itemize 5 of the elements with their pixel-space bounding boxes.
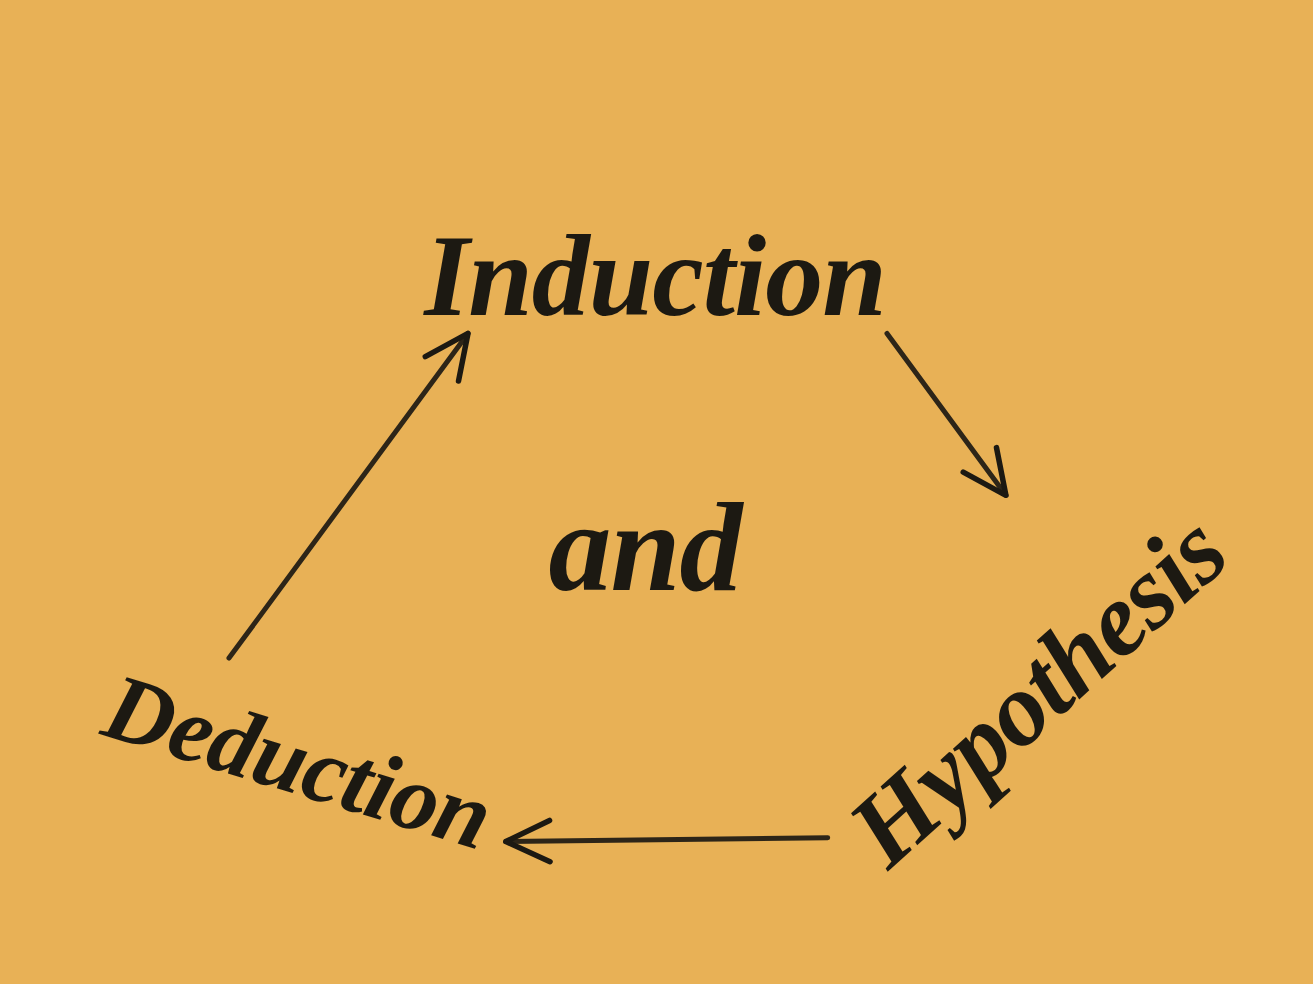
arrow bbox=[226, 330, 471, 661]
center-text: and bbox=[548, 490, 742, 606]
arrow bbox=[884, 330, 1009, 499]
arrow bbox=[503, 817, 831, 865]
cycle-step-text: Induction bbox=[424, 222, 886, 330]
